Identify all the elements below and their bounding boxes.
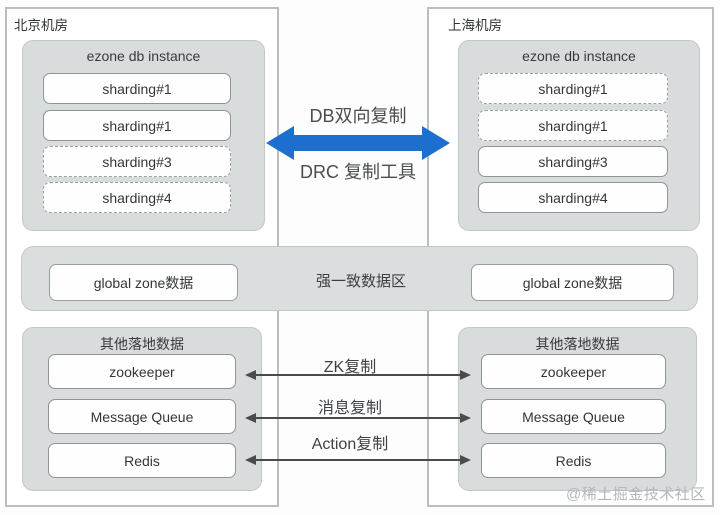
shanghai-message-queue-box: Message Queue — [481, 399, 666, 434]
shard-label: sharding#4 — [102, 189, 172, 206]
shard-label: sharding#1 — [538, 80, 608, 97]
zk-replication-label: ZK复制 — [323, 359, 377, 376]
beijing-shard-box-3: sharding#3 — [43, 146, 231, 177]
db-replication-bottom-label: DRC 复制工具 — [300, 162, 416, 182]
shanghai-dc-title: 上海机房 — [448, 18, 502, 33]
item-label: Message Queue — [90, 408, 194, 425]
item-label: zookeeper — [540, 363, 607, 380]
item-label: Message Queue — [522, 408, 625, 425]
shanghai-shard-box-3: sharding#3 — [478, 146, 668, 177]
shanghai-shard-box-1: sharding#1 — [478, 73, 668, 104]
item-label: zookeeper — [109, 363, 175, 380]
watermark-text: @稀土掘金技术社区 — [566, 486, 706, 503]
beijing-global-zone-box: global zone数据 — [49, 264, 238, 301]
beijing-shard-box-1: sharding#1 — [43, 73, 231, 104]
shard-label: sharding#1 — [538, 117, 608, 134]
db-bidirectional-arrow-icon — [266, 126, 450, 160]
global-zone-label: global zone数据 — [93, 274, 194, 291]
beijing-dc-title: 北京机房 — [14, 18, 68, 33]
action-replication-arrow-icon — [245, 455, 471, 465]
item-label: Redis — [124, 452, 160, 469]
shanghai-db-instance-panel: ezone db instance sharding#1 sharding#1 … — [458, 40, 700, 231]
shard-label: sharding#3 — [102, 153, 172, 170]
beijing-shard-box-2: sharding#1 — [43, 110, 231, 141]
shard-label: sharding#3 — [538, 153, 608, 170]
beijing-zookeeper-box: zookeeper — [48, 354, 236, 389]
message-replication-label: 消息复制 — [317, 400, 382, 417]
beijing-db-instance-title: ezone db instance — [86, 48, 201, 64]
zk-replication-arrow-icon — [245, 370, 471, 380]
shanghai-zookeeper-box: zookeeper — [481, 354, 666, 389]
beijing-redis-box: Redis — [48, 443, 236, 478]
beijing-other-data-title: 其他落地数据 — [100, 336, 184, 352]
shard-label: sharding#1 — [102, 80, 172, 97]
shanghai-global-zone-box: global zone数据 — [471, 264, 674, 301]
shanghai-other-data-title: 其他落地数据 — [535, 336, 620, 352]
shanghai-db-instance-title: ezone db instance — [522, 48, 636, 64]
beijing-message-queue-box: Message Queue — [48, 399, 236, 434]
shanghai-redis-box: Redis — [481, 443, 666, 478]
shanghai-other-data-panel: 其他落地数据 zookeeper Message Queue Redis — [458, 327, 697, 491]
shard-label: sharding#4 — [538, 189, 608, 206]
beijing-shard-box-4: sharding#4 — [43, 182, 231, 213]
beijing-other-data-panel: 其他落地数据 zookeeper Message Queue Redis — [22, 327, 262, 491]
beijing-db-instance-panel: ezone db instance sharding#1 sharding#1 … — [22, 40, 265, 231]
shanghai-shard-box-2: sharding#1 — [478, 110, 668, 141]
action-replication-label: Action复制 — [311, 436, 389, 453]
shard-label: sharding#1 — [102, 117, 172, 134]
global-zone-label: global zone数据 — [522, 274, 623, 291]
message-replication-arrow-icon — [245, 413, 471, 423]
item-label: Redis — [555, 452, 592, 469]
db-replication-top-label: DB双向复制 — [309, 106, 407, 126]
consistency-zone-label: 强一致数据区 — [315, 273, 406, 290]
shanghai-shard-box-4: sharding#4 — [478, 182, 668, 213]
consistency-zone-band: global zone数据 强一致数据区 global zone数据 — [21, 246, 698, 311]
